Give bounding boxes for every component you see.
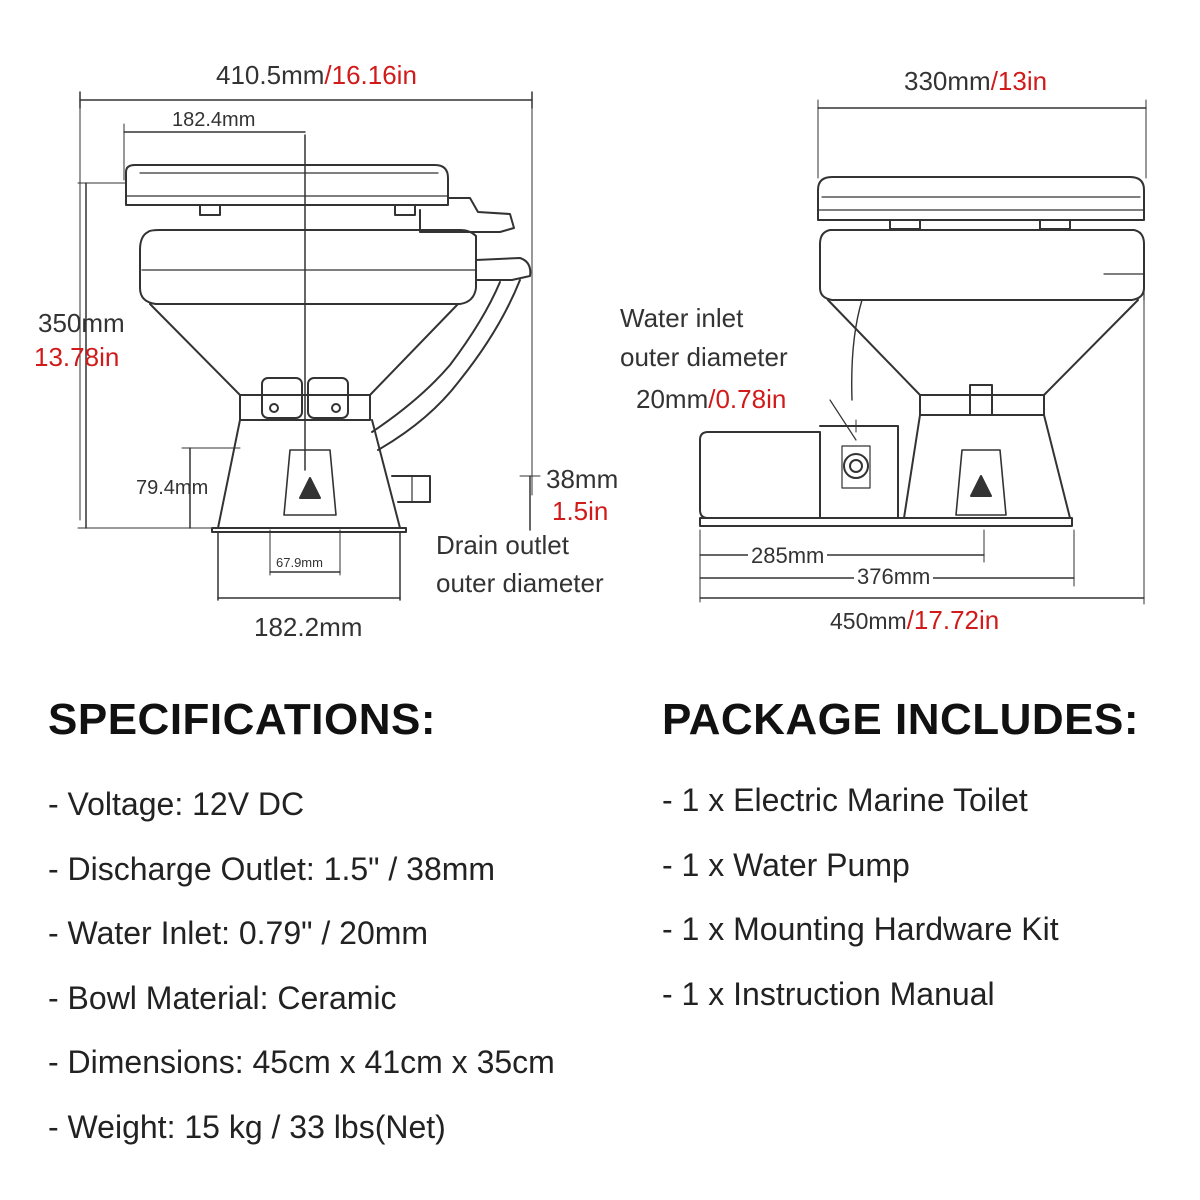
- side-width-in: /16.16in: [324, 60, 417, 90]
- front-width-mm: 330mm: [904, 66, 991, 96]
- seat-offset-label: 182.4mm: [172, 109, 256, 131]
- front-total-in: /17.72in: [906, 605, 1000, 635]
- spec-item-discharge: - Discharge Outlet: 1.5" / 38mm: [48, 850, 496, 887]
- base-width-label: 182.2mm: [254, 612, 363, 642]
- inlet-in: /0.78in: [708, 384, 787, 414]
- front-width-in: /13in: [990, 66, 1048, 96]
- toilet-side-drawing: [125, 134, 532, 533]
- specifications-title: SPECIFICATIONS:: [48, 695, 437, 744]
- dim-285-label: 285mm: [748, 545, 828, 567]
- drain-in-label: 1.5in: [552, 496, 609, 526]
- spec-item-dimensions: - Dimensions: 45cm x 41cm x 35cm: [48, 1044, 555, 1081]
- flush-arrow-icon: [283, 449, 337, 516]
- spec-item-voltage: - Voltage: 12V DC: [48, 786, 305, 822]
- base-inner-label: 67.9mm: [276, 555, 323, 570]
- inlet-mm: 20mm: [636, 384, 709, 414]
- side-dimension-lines: [77, 91, 541, 601]
- specifications-list: - Voltage: 12V DC - Discharge Outlet: 1.…: [48, 788, 555, 1176]
- package-list: - 1 x Electric Marine Toilet - 1 x Water…: [662, 784, 1059, 1042]
- package-item-manual: - 1 x Instruction Manual: [662, 975, 995, 1012]
- spec-item-weight: - Weight: 15 kg / 33 lbs(Net): [48, 1108, 446, 1145]
- side-width-label: 410.5mm/16.16in: [216, 62, 417, 88]
- package-item-pump: - 1 x Water Pump: [662, 846, 910, 883]
- spec-item-material: - Bowl Material: Ceramic: [48, 979, 397, 1016]
- flush-arrow-icon-front: [955, 449, 1007, 516]
- inlet-caption-2: outer diameter: [620, 342, 788, 372]
- side-width-mm: 410.5mm: [216, 60, 325, 90]
- base-height-label: 79.4mm: [136, 477, 209, 499]
- inlet-caption-1: Water inlet: [620, 303, 744, 333]
- spec-item-inlet: - Water Inlet: 0.79" / 20mm: [48, 915, 429, 952]
- front-total-label: 450mm/17.72in: [830, 607, 999, 633]
- front-width-label: 330mm/13in: [904, 68, 1047, 94]
- dim-376-label: 376mm: [854, 566, 934, 588]
- height-in-label: 13.78in: [34, 342, 120, 372]
- inlet-size-label: 20mm/0.78in: [636, 386, 786, 412]
- toilet-front-drawing: [699, 176, 1145, 527]
- package-title: PACKAGE INCLUDES:: [662, 695, 1140, 744]
- drain-caption-2: outer diameter: [436, 568, 604, 598]
- front-total-mm: 450mm: [830, 608, 907, 634]
- drain-caption-1: Drain outlet: [436, 530, 569, 560]
- technical-drawings: [77, 91, 1147, 605]
- front-dimension-lines: [699, 99, 1147, 605]
- height-mm-label: 350mm: [38, 308, 125, 338]
- package-item-toilet: - 1 x Electric Marine Toilet: [662, 782, 1028, 818]
- package-item-hardware: - 1 x Mounting Hardware Kit: [662, 911, 1059, 948]
- drain-mm-label: 38mm: [546, 464, 619, 494]
